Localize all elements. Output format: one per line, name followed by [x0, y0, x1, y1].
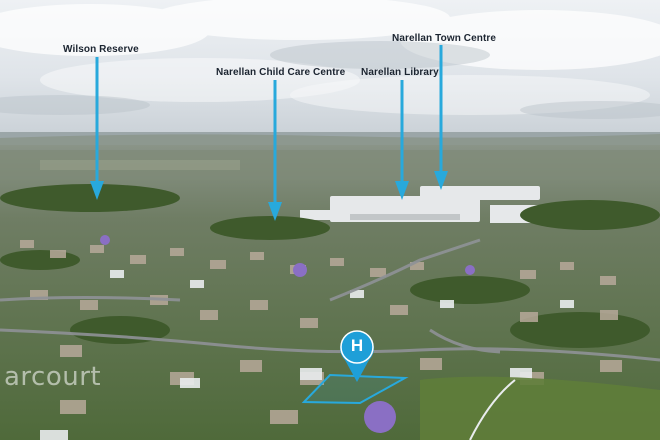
- agency-watermark: arcourt: [4, 362, 102, 392]
- jacaranda-trees: [100, 235, 475, 433]
- child-care-arrow: [268, 80, 282, 221]
- hospital-letter: H: [350, 336, 364, 355]
- clouds: [0, 0, 660, 115]
- tree-clusters: [0, 184, 660, 348]
- library-arrow: [395, 80, 409, 200]
- cloud-shadows: [0, 41, 660, 119]
- property-map-pin: [340, 330, 374, 382]
- roads: [0, 238, 660, 362]
- wilson-reserve-arrow: [90, 57, 104, 200]
- location-arrows: [90, 45, 448, 221]
- town-centre-label: Narellan Town Centre: [392, 33, 497, 44]
- town-centre-arrow: [434, 45, 448, 190]
- paddock: [420, 376, 660, 440]
- property-boundary: [301, 373, 409, 405]
- white-roofs: [40, 270, 574, 440]
- child-care-label: Narellan Child Care Centre: [216, 67, 346, 78]
- wilson-reserve-label: Wilson Reserve: [63, 44, 139, 55]
- library-label: Narellan Library: [361, 67, 439, 78]
